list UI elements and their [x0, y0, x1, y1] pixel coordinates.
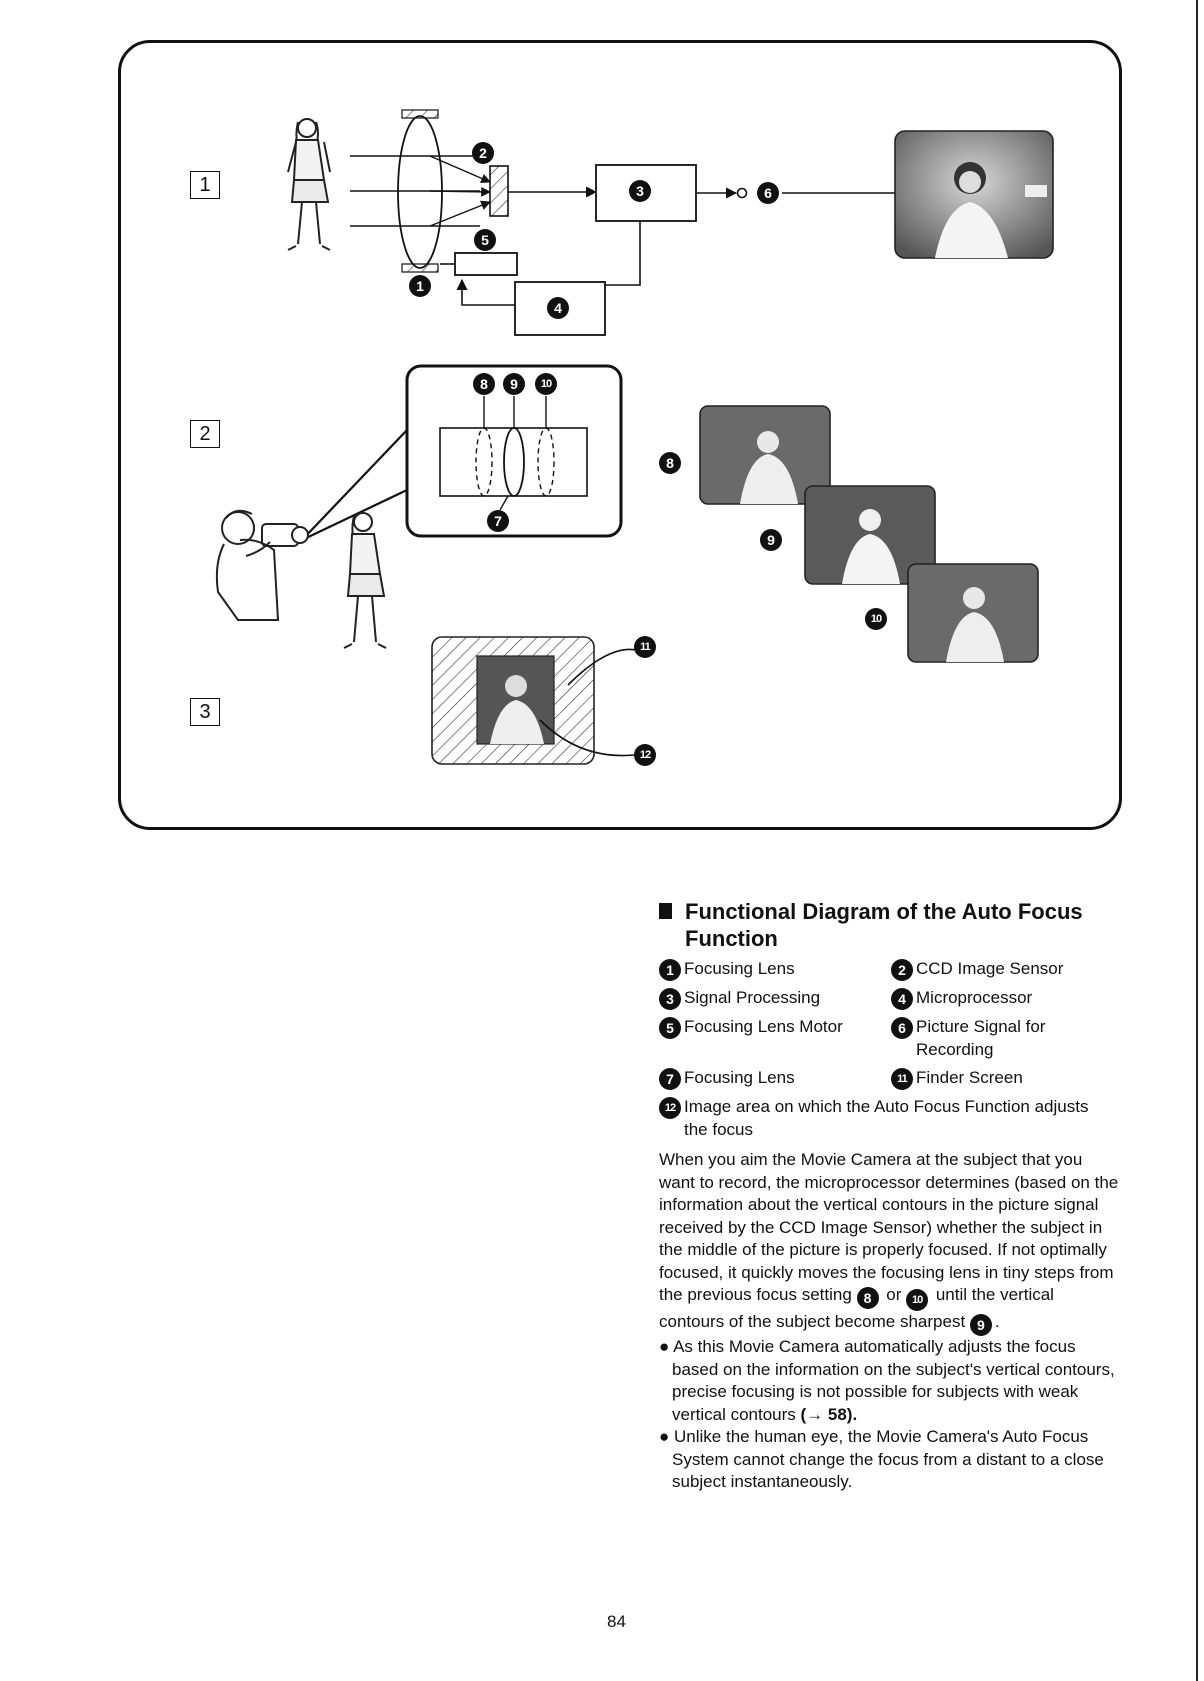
bullet-icon: ●	[659, 1337, 670, 1356]
finder-screen	[431, 636, 637, 765]
callout-picture-signal: 6	[757, 182, 779, 204]
inline-callout-9: 9	[969, 1314, 992, 1336]
lens-zoom-callout	[301, 364, 623, 541]
output-terminal	[736, 187, 748, 199]
signal-to-micro-line	[605, 221, 641, 286]
micro-to-motor-line	[456, 278, 515, 306]
callout-lens-pos-9: 9	[503, 373, 525, 395]
section-heading: Functional Diagram of the Auto Focus Fun…	[659, 898, 1119, 952]
bullet-item: ● Unlike the human eye, the Movie Camera…	[659, 1427, 1104, 1491]
heading-square-icon	[659, 903, 672, 919]
ccd-sensor	[489, 165, 509, 217]
defocus-photo-10	[907, 563, 1039, 663]
standing-woman-figure-1	[287, 118, 331, 251]
description-column: Functional Diagram of the Auto Focus Fun…	[659, 898, 1119, 1494]
callout-focusing-lens-2: 7	[487, 510, 509, 532]
callout-signal-processing: 3	[629, 180, 651, 202]
callout-ccd-sensor: 2	[472, 142, 494, 164]
callout-photo-9: 9	[760, 529, 782, 551]
page-reference: (→ 58).	[800, 1404, 858, 1424]
callout-lens-pos-10: 10	[535, 373, 557, 395]
section-number-3: 3	[190, 698, 220, 726]
section-number-1: 1	[190, 171, 220, 199]
inline-callout-8: 8	[856, 1287, 879, 1309]
page-edge-line	[1196, 0, 1198, 1681]
section-number-2: 2	[190, 420, 220, 448]
light-rays	[350, 155, 491, 227]
callout-image-area: 12	[634, 744, 656, 766]
callout-lens-pos-8: 8	[473, 373, 495, 395]
standing-woman-figure-2	[343, 512, 387, 649]
focused-photo-9	[804, 485, 936, 585]
defocus-photo-8	[699, 405, 831, 505]
page-number: 84	[607, 1612, 626, 1631]
focusing-lens-1	[397, 109, 443, 273]
callout-lens-motor: 5	[474, 229, 496, 251]
callout-microprocessor: 4	[547, 297, 569, 319]
body-paragraph: When you aim the Movie Camera at the sub…	[659, 1149, 1119, 1336]
bullet-item: ● As this Movie Camera automatically adj…	[659, 1337, 1115, 1424]
callout-photo-8: 8	[659, 452, 681, 474]
callout-finder-screen: 11	[634, 636, 656, 658]
bullet-icon: ●	[659, 1427, 670, 1446]
cameraman-figure	[215, 509, 309, 621]
monitor-photo-1	[894, 130, 1054, 259]
lens-motor-box	[454, 252, 518, 276]
autofocus-diagram	[215, 109, 1054, 765]
callout-photo-10: 10	[865, 608, 887, 630]
diagram-frame	[118, 40, 1122, 830]
callout-focusing-lens: 1	[409, 275, 431, 297]
inline-callout-10: 10	[906, 1289, 929, 1311]
